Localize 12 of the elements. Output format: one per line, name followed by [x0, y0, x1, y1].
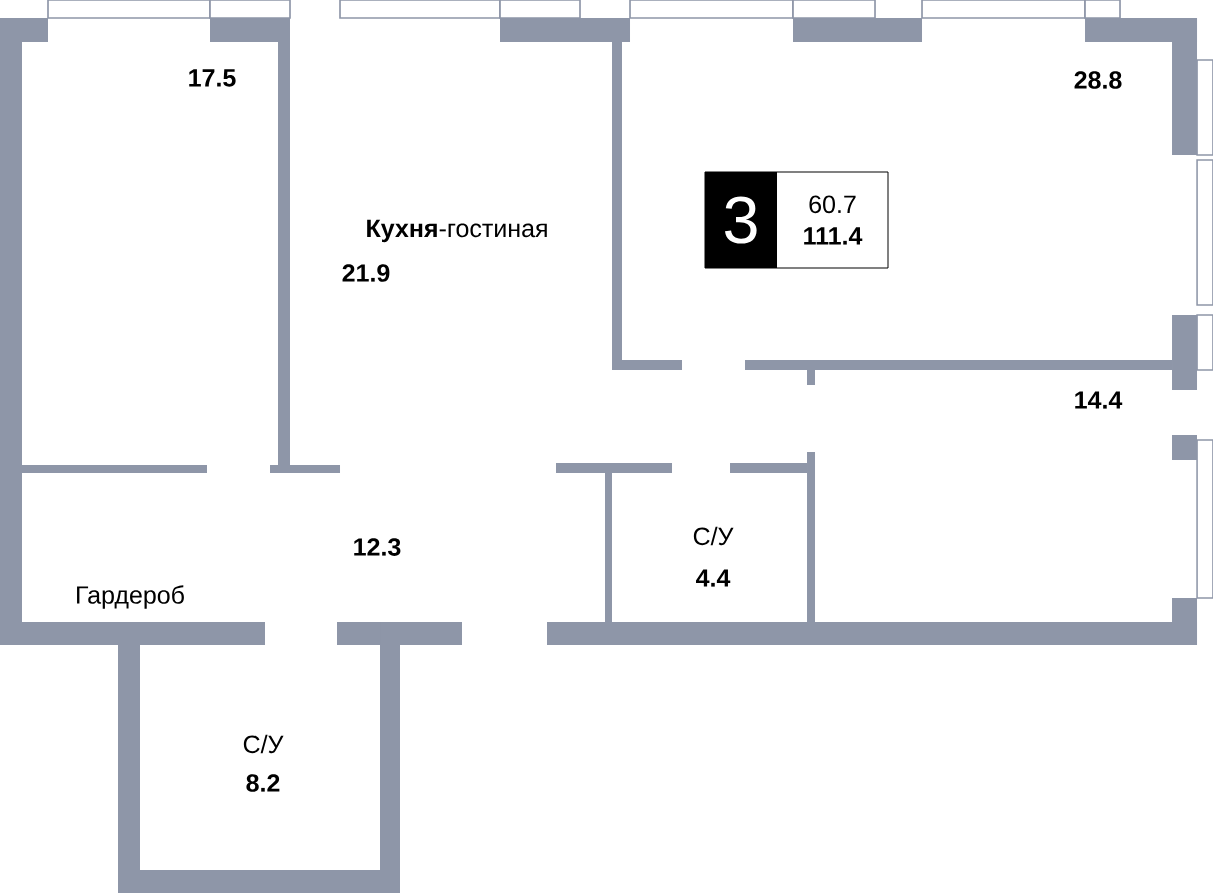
room-name: Гардероб [77, 585, 184, 609]
room-count-badge: 3 60.7 111.4 [704, 171, 889, 269]
room-name: С/У [243, 734, 284, 754]
room-name: Кухня-гостиная [367, 219, 547, 243]
area-value: 17.5 [189, 69, 236, 87]
area-value: 4.4 [696, 569, 731, 587]
area-value: 21.9 [342, 264, 390, 282]
area-value: 28.8 [1074, 71, 1122, 89]
area-value: 12.3 [354, 538, 401, 556]
area-value: 14.4 [1075, 391, 1123, 409]
room-name: С/У [693, 526, 734, 546]
area-value: 8.2 [246, 774, 280, 792]
